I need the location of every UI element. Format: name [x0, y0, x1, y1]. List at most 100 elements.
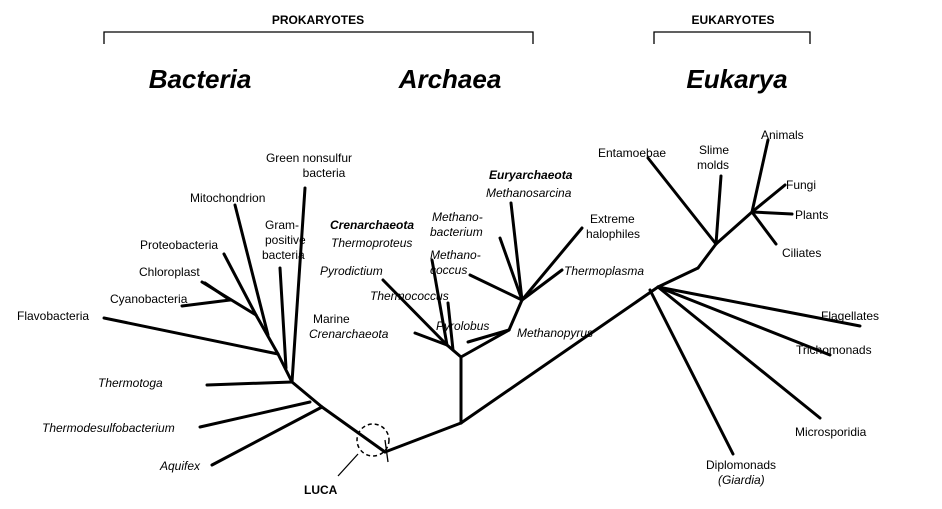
label-thermoplasma: Thermoplasma [564, 264, 644, 278]
label-methanopyrus: Methanopyrus [517, 326, 593, 340]
label-extreme-1: Extreme [590, 212, 635, 226]
label-gram-positive-1: Gram- [265, 218, 299, 232]
branch-gram-positive [278, 266, 288, 370]
branch-eukarya-stem [656, 266, 700, 289]
label-entamoebae: Entamoebae [598, 146, 666, 160]
label-plants: Plants [795, 208, 828, 222]
label-trichomonads: Trichomonads [796, 343, 872, 357]
branch-animals [750, 138, 770, 214]
eukaryotes-label: EUKARYOTES [692, 13, 775, 27]
branch-thermoproteus [430, 258, 449, 347]
luca-label: LUCA [304, 483, 338, 497]
branch-ciliates [750, 210, 778, 246]
label-pyrodictium: Pyrodictium [320, 264, 383, 278]
label-slime-2: molds [697, 158, 729, 172]
label-pyrolobus: Pyrolobus [436, 319, 489, 333]
label-methanobacterium-1: Methano- [432, 210, 483, 224]
branch-plants [750, 210, 794, 216]
label-proteobacteria: Proteobacteria [140, 238, 218, 252]
branch-diplomonads [648, 288, 735, 456]
label-methanosarcina: Methanosarcina [486, 186, 572, 200]
domain-archaea: Archaea [398, 64, 502, 94]
label-gram-positive-2: positive [265, 233, 306, 247]
branch-marine-crenarchaeota [413, 331, 449, 347]
label-microsporidia: Microsporidia [795, 425, 867, 439]
branch-slime-molds [714, 174, 723, 246]
branch-thermococcus [446, 301, 455, 352]
label-flagellates: Flagellates [821, 309, 879, 323]
prokaryotes-bracket: PROKARYOTES [103, 13, 534, 44]
tree-branches [102, 138, 862, 467]
label-euryarchaeota: Euryarchaeota [489, 168, 573, 182]
archaea-labels: Crenarchaeota Thermoproteus Pyrodictium … [309, 168, 644, 341]
branch-proteobacteria [222, 252, 258, 317]
luca-circle [356, 423, 390, 457]
luca-pointer [337, 453, 359, 477]
label-methanococcus-2: coccus [430, 263, 467, 277]
label-diplomonads-1: Diplomonads [706, 458, 776, 472]
branch-pyrodictium [381, 278, 449, 347]
label-green-nonsulfur-1: Green nonsulfur [266, 151, 352, 165]
branch-pyrolobus [466, 328, 511, 344]
branch-entamoebae [646, 156, 718, 246]
label-methanobacterium-2: bacterium [430, 225, 483, 239]
label-thermotoga: Thermotoga [98, 376, 163, 390]
branch-trunk [383, 421, 463, 454]
branch-methanococcus [468, 273, 524, 302]
label-green-nonsulfur-2: bacteria [303, 166, 346, 180]
branch-fungi [750, 183, 787, 214]
label-chloroplast: Chloroplast [139, 265, 200, 279]
label-flavobacteria: Flavobacteria [17, 309, 89, 323]
branch-euryarchaeota-node [507, 298, 524, 332]
bacteria-labels: Green nonsulfur bacteria Mitochondrion G… [17, 151, 352, 473]
branch-chloroplast [203, 281, 232, 302]
eukarya-labels: Entamoebae Slime molds Animals Fungi Pla… [598, 128, 879, 487]
branch-aquifex [210, 405, 324, 467]
branch-crown-eukaryotes [714, 210, 754, 246]
prokaryotes-bracket-line [103, 31, 534, 44]
luca-tick [384, 439, 389, 463]
branch-thermoplasma [520, 268, 564, 302]
label-thermoproteus: Thermoproteus [331, 236, 412, 250]
domain-bacteria: Bacteria [149, 64, 252, 94]
label-cyanobacteria: Cyanobacteria [110, 292, 188, 306]
label-crenarchaeota: Crenarchaeota [330, 218, 414, 232]
branch-flavobacteria [102, 316, 280, 356]
luca-marker: LUCA [304, 423, 390, 497]
eukaryotes-bracket-line [653, 31, 811, 44]
branch-cyanobacteria [180, 298, 232, 308]
branch-green-nonsulfur [290, 186, 307, 384]
label-aquifex: Aquifex [159, 459, 201, 473]
branch-thermodesulfobacterium [198, 400, 312, 429]
branch-flagellates [656, 285, 862, 328]
branch-methanobacterium [498, 236, 524, 302]
branch-extreme-halophiles [520, 226, 584, 302]
branch-euryarchaeota-stem [459, 328, 511, 359]
label-slime-1: Slime [699, 143, 729, 157]
branch-bacteria-inner [290, 380, 324, 409]
eukaryotes-bracket: EUKARYOTES [653, 13, 811, 44]
label-mitochondrion: Mitochondrion [190, 191, 265, 205]
branch-bacteria-stem [320, 405, 387, 454]
branch-microsporidia [656, 285, 822, 420]
label-thermodesulfobacterium: Thermodesulfobacterium [42, 421, 175, 435]
label-ciliates: Ciliates [782, 246, 821, 260]
label-thermococcus: Thermococcus [370, 289, 449, 303]
branch-mitochondrion [233, 203, 270, 337]
label-diplomonads-2: (Giardia) [718, 473, 765, 487]
domain-eukarya: Eukarya [686, 64, 787, 94]
prokaryotes-label: PROKARYOTES [272, 13, 364, 27]
branch-trichomonads [656, 285, 832, 357]
branch-thermotoga [205, 380, 294, 387]
label-animals: Animals [761, 128, 804, 142]
label-marine-2: Crenarchaeota [309, 327, 389, 341]
label-gram-positive-3: bacteria [262, 248, 305, 262]
branch-methanosarcina [509, 201, 524, 302]
label-marine-1: Marine [313, 312, 350, 326]
branch-eukarya-inner [696, 242, 718, 270]
label-methanococcus-1: Methano- [430, 248, 481, 262]
label-extreme-2: halophiles [586, 227, 640, 241]
branch-archaea-eukarya [459, 285, 660, 425]
label-fungi: Fungi [786, 178, 816, 192]
